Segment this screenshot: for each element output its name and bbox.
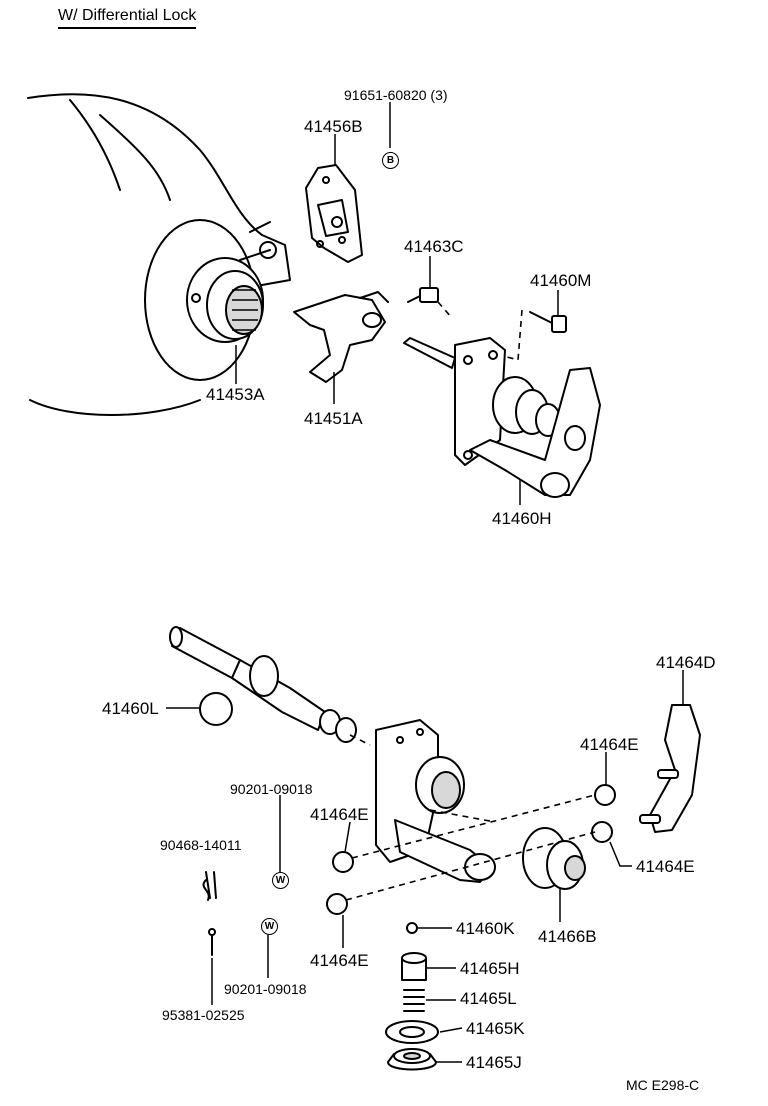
part-label-41460K: 41460K (456, 919, 515, 938)
bolt-41463C-drawing (407, 287, 439, 303)
marker-w-icon: W (272, 872, 289, 889)
part-label-41465H: 41465H (460, 959, 520, 978)
pins-drawing (202, 871, 217, 956)
part-label-41465J: 41465J (466, 1053, 522, 1072)
actuator-41460H-drawing (403, 337, 601, 498)
cover-plate-41456B-drawing (305, 164, 363, 263)
spring-and-seat-drawing (385, 922, 439, 1071)
boot-41466B-drawing (522, 827, 586, 890)
part-label-41464D: 41464D (656, 653, 716, 672)
part-label-41451A: 41451A (304, 409, 363, 428)
marker-w-icon: W (261, 918, 278, 935)
part-label-41465K: 41465K (466, 1019, 525, 1038)
part-label-41463C: 41463C (404, 237, 464, 256)
part-label-95381-02525: 95381-02525 (162, 1007, 245, 1023)
oring-41460L-drawing (199, 692, 233, 726)
part-label-90201-09018-lower: 90201-09018 (224, 981, 307, 997)
part-label-91651-60820: 91651-60820 (3) (344, 87, 448, 103)
shift-fork-41451A-drawing (293, 291, 389, 383)
part-label-41460H: 41460H (492, 509, 552, 528)
part-label-41460L: 41460L (102, 699, 159, 718)
part-label-90201-09018-upper: 90201-09018 (230, 781, 313, 797)
part-label-41464E-lower-right: 41464E (636, 857, 695, 876)
alignment-lines (345, 301, 596, 901)
part-label-41453A: 41453A (206, 385, 265, 404)
part-label-90468-14011: 90468-14011 (160, 837, 242, 853)
differential-housing-drawing (27, 93, 291, 416)
part-label-41464E-left-lower: 41464E (310, 951, 369, 970)
part-label-41465L: 41465L (460, 989, 517, 1008)
part-label-41460M: 41460M (530, 271, 592, 290)
shift-housing-drawing (375, 719, 496, 883)
part-label-41466B: 41466B (538, 927, 597, 946)
part-label-41464E-left-upper: 41464E (310, 805, 369, 824)
drawing-code: MC E298-C (626, 1077, 700, 1093)
lever-41464D-drawing (639, 704, 701, 833)
leader-lines (166, 102, 684, 1063)
shift-shaft-drawing (169, 626, 357, 743)
marker-b-icon: B (382, 152, 399, 169)
part-label-41456B: 41456B (304, 117, 363, 136)
diagram-title: W/ Differential Lock (58, 8, 197, 29)
coupling-sleeve-41453A-drawing (186, 257, 264, 343)
bolt-41460M-drawing (499, 309, 567, 362)
part-label-41464E-upper-right: 41464E (580, 735, 639, 754)
